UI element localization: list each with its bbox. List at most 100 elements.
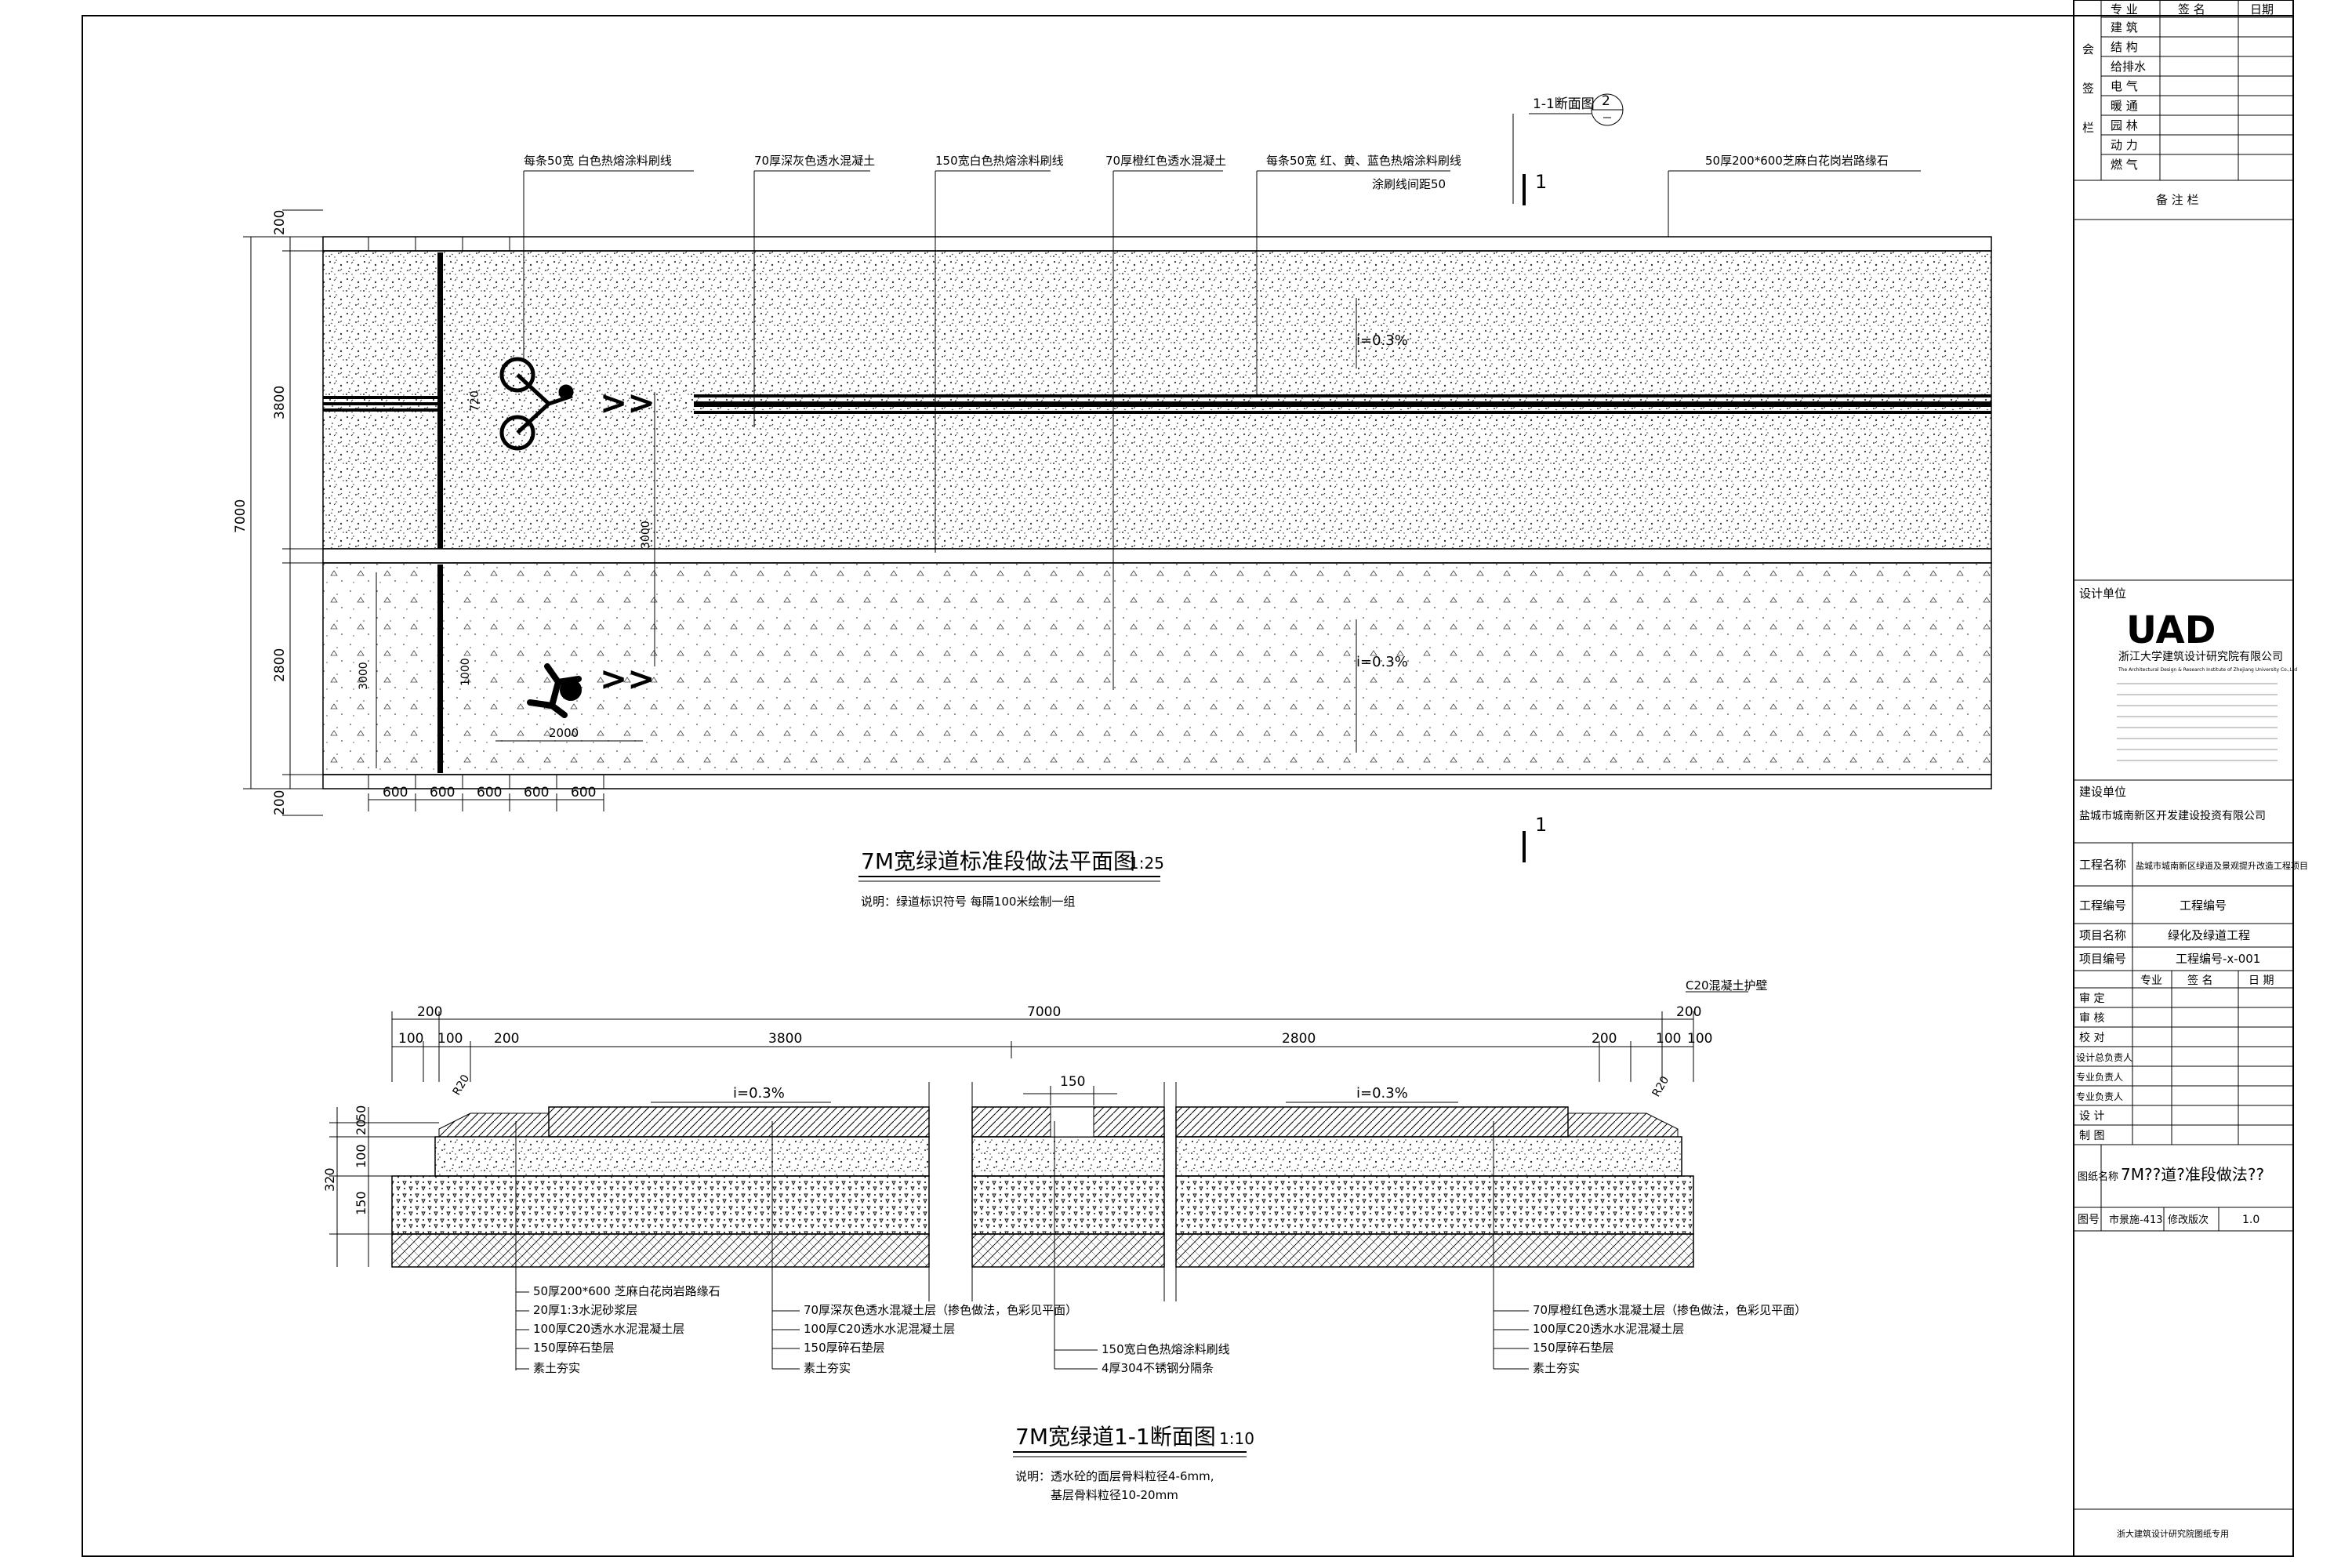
sec-dim-d: 3800 <box>768 1031 802 1047</box>
role-7: 设 计 <box>2079 1110 2104 1123</box>
walk-slope-label: i=0.3% <box>1356 654 1408 670</box>
sign-header-date: 日期 <box>2250 2 2274 16</box>
sec-left-320: 320 <box>322 1167 337 1192</box>
sign-group-2: 签 <box>2082 82 2094 96</box>
item-value: 绿化及绿道工程 <box>2168 928 2250 942</box>
bottom-dim-3: 600 <box>477 785 502 800</box>
section-marker: 1-1断面图 2 <box>1512 93 1624 204</box>
bottom-dim-4: 600 <box>524 785 549 800</box>
sec-label-m2: 150厚碎石垫层 <box>804 1341 885 1355</box>
drawing-name-label: 图纸名称 <box>2078 1171 2118 1183</box>
callout-150-line: 150宽白色热熔涂料刷线 <box>935 154 1064 168</box>
discipline-7: 动 力 <box>2111 138 2138 152</box>
bottom-dim-1: 600 <box>383 785 408 800</box>
rev-value: 1.0 <box>2242 1214 2259 1226</box>
no-label: 项目编号 <box>2079 952 2126 966</box>
sec-r-left: R20 <box>451 1073 473 1098</box>
sec-label-r1: 100厚C20透水水泥混凝土层 <box>1533 1322 1684 1336</box>
dim-inner-3000b: 3000 <box>358 662 370 690</box>
client-name: 盐城市城南新区开发建设投资有限公司 <box>2079 809 2266 822</box>
sec-dim-c: 200 <box>494 1031 519 1047</box>
client-label: 建设单位 <box>2079 785 2126 799</box>
subitem-value: 工程编号 <box>2180 898 2227 913</box>
dim-inner-1000: 1000 <box>459 658 472 686</box>
rev-label: 修改版次 <box>2168 1214 2209 1226</box>
discipline-1: 建 筑 <box>2111 20 2138 34</box>
sec-label-r2: 150厚碎石垫层 <box>1533 1341 1614 1355</box>
sec-r-right: R20 <box>1650 1074 1672 1099</box>
role-4: 设计总负责人 <box>2076 1052 2132 1063</box>
sec-slope-right: i=0.3% <box>1356 1085 1408 1102</box>
role-5: 专业负责人 <box>2076 1071 2123 1083</box>
plan-view: >> >> i=0.3% i=0.3% 每条50宽 白色热熔涂料 <box>233 93 1992 909</box>
sec-label-m3: 素土夯实 <box>804 1361 851 1375</box>
callout-rgb-lines: 每条50宽 红、黄、蓝色热熔涂料刷线 <box>1266 154 1461 168</box>
callout-curb: 50厚200*600芝麻白花岗岩路缘石 <box>1705 154 1889 168</box>
callout-grey-concrete: 70厚深灰色透水混凝土 <box>754 154 875 168</box>
role-6: 专业负责人 <box>2076 1091 2123 1102</box>
walk-arrows: >> <box>600 659 655 698</box>
sign-header-discipline: 专 业 <box>2111 2 2138 16</box>
sec-left-20: 20 <box>354 1120 368 1135</box>
sec-label-l1: 20厚1:3水泥砂浆层 <box>533 1303 637 1317</box>
discipline-6: 园 林 <box>2111 118 2138 132</box>
sec-label-m0: 70厚深灰色透水混凝土层（掺色做法，色彩见平面） <box>804 1303 1077 1317</box>
bottom-dim-2: 600 <box>430 785 455 800</box>
sec-dim-200-right: 200 <box>1676 1004 1701 1020</box>
discipline-4: 电 气 <box>2111 79 2138 93</box>
sec-left-50: 50 <box>354 1105 368 1121</box>
bike-arrows: >> <box>600 383 655 422</box>
section-view: 200 7000 C20混凝土护壁 200 100 100 200 3800 2… <box>322 978 1806 1502</box>
sec-dim-200-left: 200 <box>417 1004 442 1020</box>
walker-icon <box>527 663 582 718</box>
sec-dim-g: 100 <box>1656 1031 1681 1047</box>
dim-total: 7000 <box>233 499 249 533</box>
design-unit-label: 设计单位 <box>2079 586 2126 601</box>
section-note-2: 基层骨料粒径10-20mm <box>1051 1488 1178 1502</box>
sec-label-c1: 4厚304不锈钢分隔条 <box>1102 1361 1214 1375</box>
svg-text:7M宽绿道1-1断面图: 7M宽绿道1-1断面图 <box>1015 1424 1216 1450</box>
svg-text:1-1断面图: 1-1断面图 <box>1533 96 1595 112</box>
drawing-name: 7M??道?准段做法?? <box>2121 1165 2264 1184</box>
no-value: 工程编号-x-001 <box>2176 952 2260 966</box>
sec-slope-left: i=0.3% <box>733 1085 785 1102</box>
project-name: 盐城市城南新区绿道及景观提升改造工程项目 <box>2136 860 2308 871</box>
svg-text:1: 1 <box>1535 171 1547 193</box>
firm-name: 浙江大学建筑设计研究院有限公司 <box>2118 651 2283 663</box>
sign-group-3: 栏 <box>2082 121 2094 135</box>
firm-name-en: The Architectural Design & Research Inst… <box>2118 667 2297 673</box>
sec-dim-a: 100 <box>398 1031 423 1047</box>
sign-header-signature: 签 名 <box>2178 2 2205 16</box>
walk-lane-surface <box>322 562 1992 775</box>
roles-header-date: 日 期 <box>2249 975 2274 987</box>
section-layers <box>391 1082 1694 1301</box>
sec-left-150: 150 <box>354 1191 368 1215</box>
sec-label-r3: 素土夯实 <box>1533 1361 1580 1375</box>
sec-label-m1: 100厚C20透水水泥混凝土层 <box>804 1322 955 1336</box>
dim-walk-width: 2800 <box>272 648 288 682</box>
bike-lane-surface <box>322 250 1992 550</box>
dim-top-curb: 200 <box>272 210 288 235</box>
sheet-no-label: 图号 <box>2078 1214 2100 1226</box>
sec-label-r0: 70厚橙红色透水混凝土层（掺色做法，色彩见平面） <box>1533 1303 1806 1317</box>
title-block: 专 业 签 名 日期 会 签 栏 建 筑 结 构 给排水 电 气 暖 通 园 林… <box>2073 0 2308 1557</box>
role-8: 制 图 <box>2079 1130 2104 1142</box>
subitem-label: 工程编号 <box>2079 898 2126 913</box>
cut-line-bottom: 1 <box>1523 814 1547 862</box>
sec-label-l2: 100厚C20透水水泥混凝土层 <box>533 1322 684 1336</box>
discipline-3: 给排水 <box>2111 60 2146 74</box>
uad-logo: UAD <box>2126 608 2216 652</box>
roles-header-discipline: 专业 <box>2140 975 2162 987</box>
project-label: 工程名称 <box>2079 858 2126 872</box>
sec-dim-e: 2800 <box>1282 1031 1316 1047</box>
discipline-8: 燃 气 <box>2111 158 2138 172</box>
bottom-dim-5: 600 <box>571 785 596 800</box>
svg-text:2: 2 <box>1602 93 1610 109</box>
sec-dim-f: 200 <box>1592 1031 1617 1047</box>
title-block-footer: 浙大建筑设计研究院图纸专用 <box>2117 1528 2229 1539</box>
svg-text:1: 1 <box>1535 814 1547 836</box>
remarks-label: 备 注 栏 <box>2156 193 2199 207</box>
sign-group-1: 会 <box>2082 42 2094 56</box>
dim-bike-width: 3800 <box>272 386 288 419</box>
